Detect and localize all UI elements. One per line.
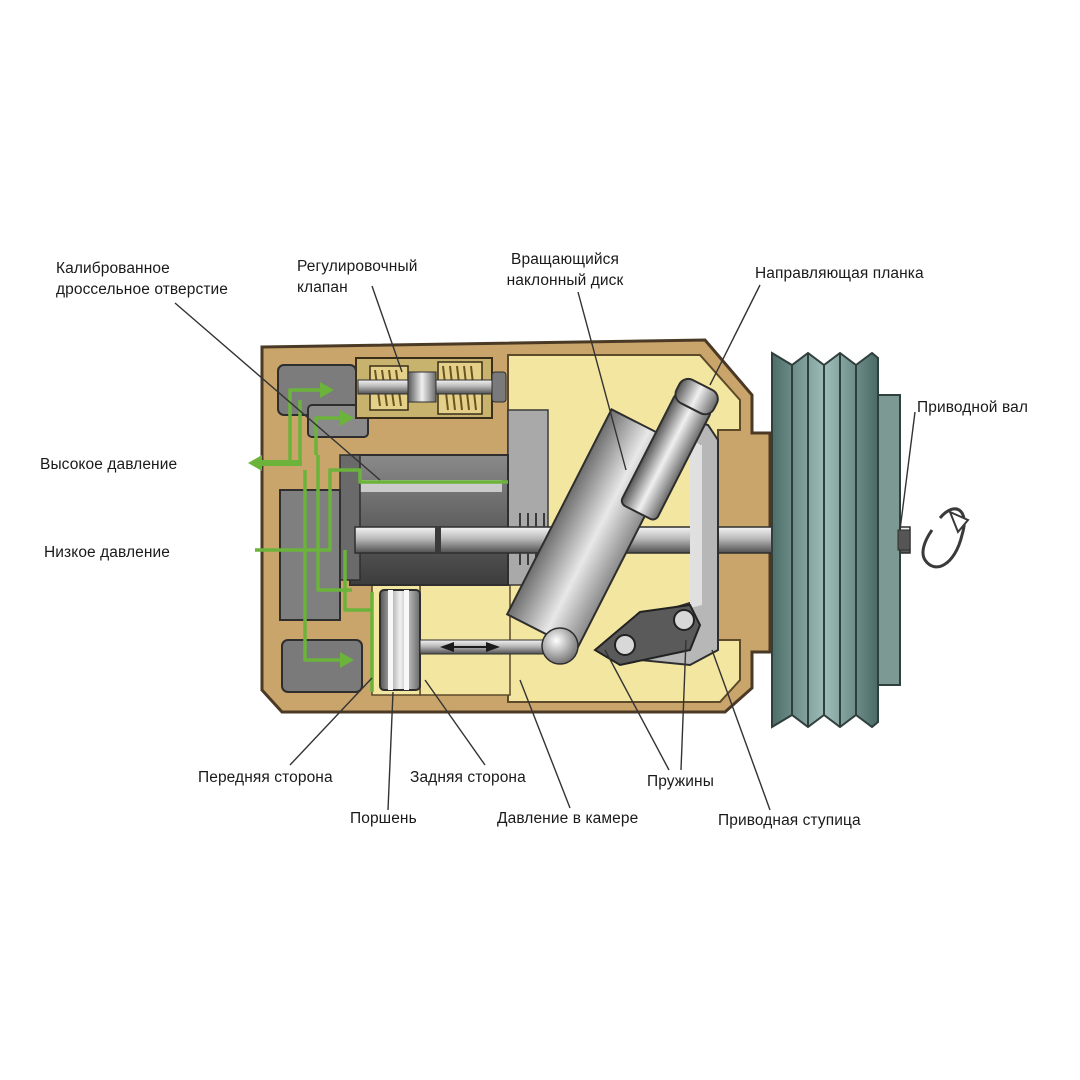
cylinder-block <box>349 409 549 586</box>
piston-motion-arrow-icon <box>440 642 500 652</box>
label-high-pressure: Высокое давление <box>40 456 178 473</box>
flow-lines <box>255 388 508 692</box>
label-low-pressure: Низкое давление <box>44 544 171 561</box>
rotation-arrow-icon <box>921 507 970 569</box>
label-drive-hub: Приводная ступица <box>718 812 861 829</box>
leader-lines <box>174 284 916 811</box>
control-valve <box>355 357 507 419</box>
piston-assembly <box>379 589 579 691</box>
high-pressure-outlet <box>262 460 302 466</box>
label-drive-shaft: Приводной вал <box>917 399 1028 416</box>
label-chamber-pressure: Давление в камере <box>497 810 639 827</box>
label-piston: Поршень <box>350 810 417 827</box>
label-front-side: Передняя сторона <box>198 769 333 786</box>
label-springs: Пружины <box>647 773 714 790</box>
drive-hub <box>593 603 702 667</box>
label-calibrated-orifice: Калиброванное дроссельное отверстие <box>56 260 229 298</box>
label-rear-side: Задняя сторона <box>410 769 526 786</box>
flow-arrow-icon <box>248 382 354 668</box>
swash-plate <box>505 377 719 652</box>
label-guide-rail: Направляющая планка <box>755 265 924 282</box>
label-control-valve: Регулировочный клапан <box>297 258 418 296</box>
pulley <box>771 351 911 729</box>
label-swash-plate: Вращающийся наклонный диск <box>506 251 624 289</box>
